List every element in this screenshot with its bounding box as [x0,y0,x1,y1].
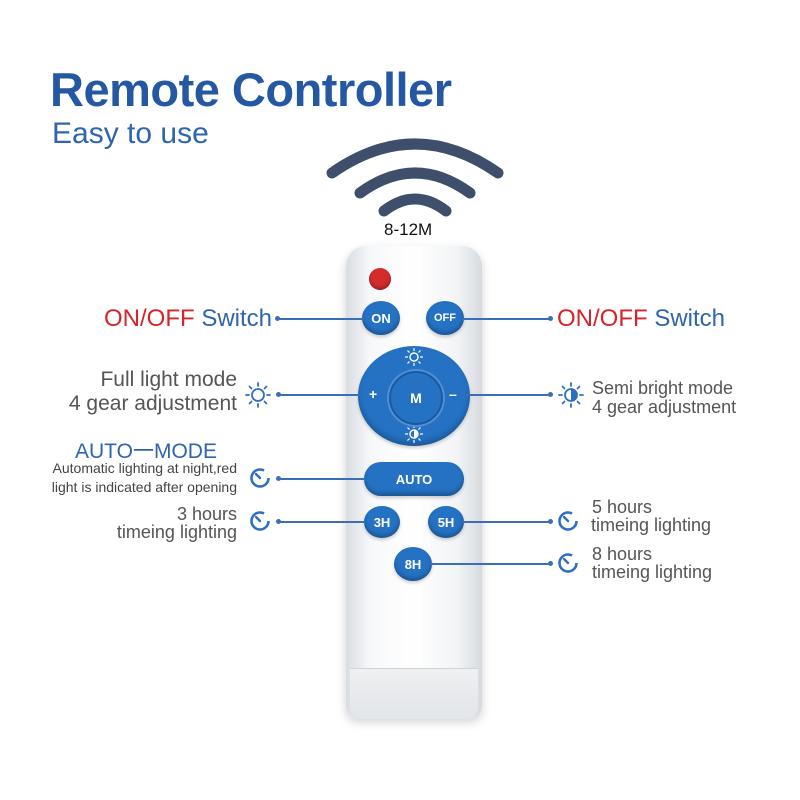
connector-dot [548,561,553,566]
eight-hours-line1: 8 hours [592,544,653,564]
timer-8h-button[interactable]: 8H [394,547,432,581]
timer-3h-button[interactable]: 3H [364,506,400,538]
off-button[interactable]: OFF [426,301,464,335]
connector-line [279,521,365,523]
timer-icon [250,468,270,488]
brightness-up-icon[interactable] [404,347,424,367]
connector-line [279,394,361,396]
connector-dot [548,316,553,321]
auto-button[interactable]: AUTO [364,462,464,496]
auto-desc-line1: Automatic lighting at night,red [52,460,237,476]
auto-mode-label: AUTO一MODE [75,440,217,463]
eight-hours-line2: timeing lighting [592,562,713,582]
timer-icon [558,511,578,531]
right-onoff-label: ON/OFF Switch [557,305,725,333]
connector-dot [276,476,281,481]
half-sun-icon [558,382,584,408]
timer-icon [250,511,270,531]
five-hours-label: 5 hours timeing lighting [591,498,711,534]
page-title: Remote Controller [50,63,452,116]
right-onoff-blue: Switch [654,305,726,332]
semi-line2: 4 gear adjustment [592,397,737,417]
three-hours-line1: 3 hours [176,504,237,524]
connector-line [430,563,550,565]
connector-dot [276,519,281,524]
signal-waves-icon [326,138,504,217]
connector-line [462,521,550,523]
plus-button[interactable]: + [369,386,378,402]
semi-bright-label: Semi bright mode 4 gear adjustment [592,379,736,417]
left-onoff-blue: Switch [201,305,272,332]
connector-dot [548,519,553,524]
eight-hours-label: 8 hours timeing lighting [592,545,712,581]
minus-button[interactable]: – [449,386,457,402]
timer-5h-button[interactable]: 5H [428,506,464,538]
timer-icon [558,553,578,573]
remote-foot [350,668,478,719]
connector-dot [275,316,280,321]
signal-range: 8-12M [384,220,433,239]
connector-dot [276,392,281,397]
left-onoff-label: ON/OFF Switch [104,305,272,333]
three-hours-label: 3 hours timeing lighting [117,505,237,541]
connector-line [279,478,365,480]
semi-line1: Semi bright mode [592,378,734,398]
indicator-light [369,268,391,290]
left-onoff-red: ON/OFF [103,305,195,332]
auto-mode-desc: Automatic lighting at night,red light is… [52,459,237,497]
on-button[interactable]: ON [362,301,400,335]
sun-icon [245,382,271,408]
auto-desc-line2: light is indicated after opening [51,479,237,495]
connector-line [278,318,364,320]
full-light-label: Full light mode 4 gear adjustment [69,368,237,416]
connector-line [462,318,550,320]
right-onoff-red: ON/OFF [557,305,648,332]
full-light-line1: Full light mode [100,368,237,391]
connector-line [466,394,550,396]
page-subtitle: Easy to use [52,117,209,150]
connector-dot [548,392,553,397]
full-light-line2: 4 gear adjustment [68,392,237,415]
three-hours-line2: timeing lighting [116,522,237,542]
five-hours-line1: 5 hours [592,497,653,517]
five-hours-line2: timeing lighting [591,515,712,535]
mode-button[interactable]: M [389,371,443,425]
brightness-down-icon[interactable] [404,424,424,444]
